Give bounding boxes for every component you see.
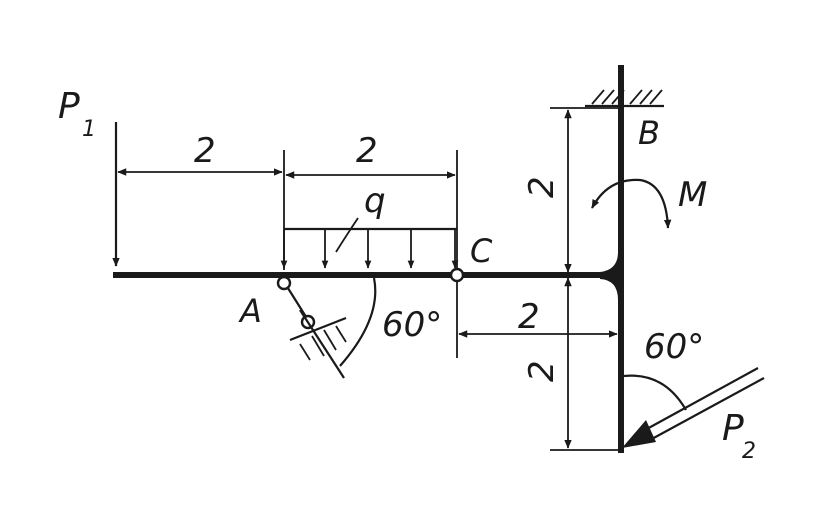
force-p2 — [622, 367, 765, 448]
label-m: M — [678, 175, 707, 215]
label-p2-sub: 2 — [742, 439, 756, 464]
label-c: C — [470, 232, 493, 270]
label-p2: P — [722, 408, 744, 449]
dim-label-top-mid: 2 — [356, 131, 378, 171]
angle-arc-a — [339, 277, 377, 367]
distributed-load-q — [280, 217, 459, 269]
dim-label-top-left: 2 — [194, 131, 216, 171]
label-b: B — [638, 114, 660, 152]
support-a — [276, 275, 347, 379]
moment-m-arrow — [591, 178, 672, 229]
dim-label-vert-upper: 2 — [522, 176, 562, 198]
label-p1: P — [58, 86, 80, 127]
label-q: q — [364, 181, 386, 221]
label-a: A — [238, 292, 262, 330]
angle-arc-p2 — [623, 374, 687, 411]
angle-label-a: 60° — [382, 305, 442, 345]
dim-label-vert-lower: 2 — [522, 360, 562, 382]
fixed-support-b — [585, 89, 664, 108]
angle-label-p2: 60° — [644, 327, 704, 367]
hinge-c — [449, 267, 465, 283]
label-p1-sub: 1 — [82, 117, 96, 142]
dim-label-lower-right: 2 — [518, 297, 540, 337]
